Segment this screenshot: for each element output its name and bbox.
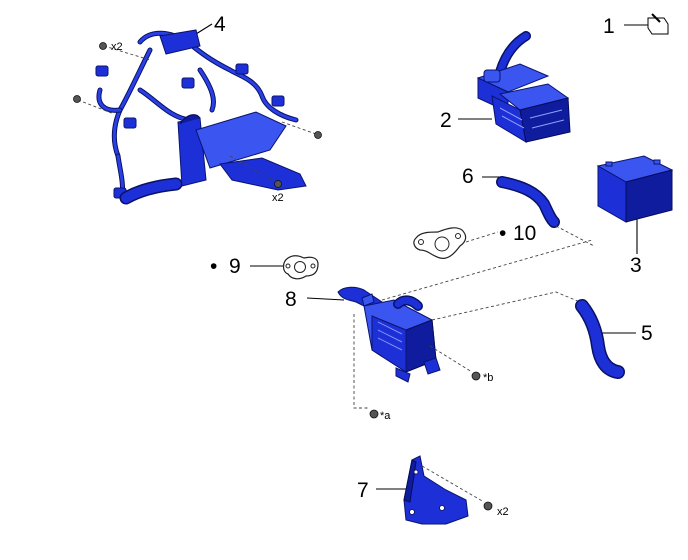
- part-5-group: 5: [575, 299, 653, 379]
- part-7-bolt-qty: x2: [497, 506, 509, 518]
- part-3-battery: [596, 155, 674, 223]
- part-3-label: 3: [630, 254, 642, 277]
- part-1-label: 1: [603, 15, 615, 38]
- part-7-guide: [421, 465, 485, 503]
- part-9-label: 9: [229, 255, 241, 278]
- part-8-egr-cooler: [337, 286, 441, 383]
- bolt-icon: [369, 409, 379, 419]
- part-9-group: • 9: [210, 255, 319, 280]
- part-8-guide-to-5: [431, 291, 581, 321]
- part-8-label: 8: [285, 288, 297, 311]
- part-10-dot-marker: •: [499, 222, 506, 245]
- part-9-dot-marker: •: [210, 255, 217, 278]
- part-6-guide-line: [555, 225, 595, 247]
- part-8-guide-to-10: [381, 239, 593, 301]
- part-4-label: 4: [214, 13, 226, 36]
- part-9-gasket: [282, 255, 319, 280]
- part-6-hose: [496, 176, 560, 228]
- part-10-gasket: [413, 227, 467, 259]
- part-2-air-cleaner: [476, 31, 571, 144]
- part-8-guide-a: [353, 314, 368, 409]
- part-10-group: • 10: [413, 222, 536, 259]
- bolt-icon: [274, 180, 282, 188]
- part-4-bolts: x2 x2: [73, 41, 322, 204]
- part-7-bracket: [403, 455, 469, 525]
- bolt-note-b: *b: [483, 372, 493, 384]
- part-5-label: 5: [641, 322, 653, 345]
- part-4-bolt-qty-left: x2: [111, 41, 123, 53]
- part-4-bolt-qty-right: x2: [272, 192, 284, 204]
- part-2-group: 2: [440, 31, 571, 144]
- part-3-group: 3: [596, 155, 674, 277]
- part-8-group: 8 *a *b: [285, 239, 593, 422]
- part-7-label: 7: [357, 479, 369, 502]
- bolt-icon: [99, 42, 107, 50]
- part-6-label: 6: [462, 165, 474, 188]
- part-2-label: 2: [440, 109, 452, 132]
- part-8-guide-b: [429, 345, 473, 373]
- part-10-label: 10: [513, 222, 536, 245]
- bolt-note-a: *a: [380, 410, 391, 422]
- part-4-wire-harness: [95, 29, 307, 205]
- bolt-icon: [471, 371, 481, 381]
- bolt-icon: [314, 131, 322, 139]
- part-6-group: 6: [462, 165, 595, 247]
- part-8-leader: [306, 297, 345, 301]
- bolt-icon: [73, 95, 81, 103]
- bolt-icon: [483, 501, 493, 511]
- part-1-sealant-icon: [647, 13, 669, 35]
- part-4-group: 4: [73, 13, 322, 205]
- part-10-guide: [465, 231, 499, 243]
- part-5-hose: [575, 299, 625, 379]
- part-1-group: 1: [603, 13, 669, 38]
- part-7-group: 7 x2: [357, 455, 509, 525]
